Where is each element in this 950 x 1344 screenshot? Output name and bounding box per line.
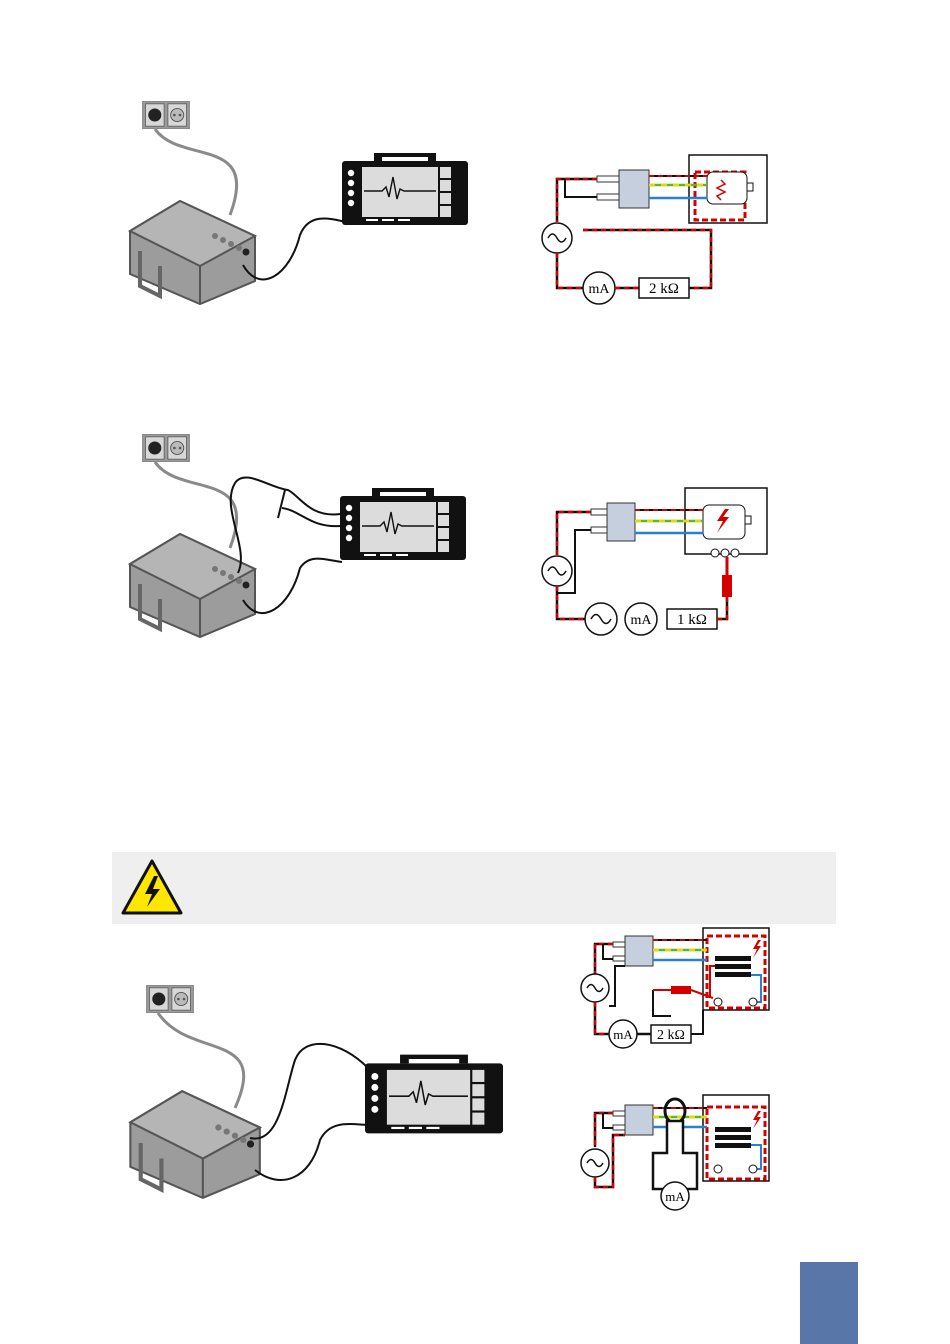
resistor-label: 2 kΩ	[649, 281, 679, 297]
milliammeter-label: mA	[631, 613, 653, 628]
circuit-diagram-3a: ~ mA 2 kΩ	[575, 926, 775, 1051]
figure-1-illustration	[110, 95, 480, 315]
milliammeter-label: mA	[589, 282, 611, 297]
wall-outlet-icon	[147, 985, 194, 1013]
wall-outlet-icon	[143, 101, 190, 129]
warning-band	[112, 852, 836, 924]
appliance-tester-icon	[130, 1091, 259, 1198]
figure-2-illustration	[110, 428, 480, 648]
ecg-monitor-icon	[340, 488, 466, 560]
figure-3-illustration	[110, 980, 510, 1210]
milliammeter-label: mA	[665, 1189, 685, 1204]
circuit-diagram-3b: mA ~	[575, 1093, 775, 1213]
page-tab	[800, 1262, 858, 1344]
high-voltage-warning-icon	[120, 858, 184, 916]
milliammeter-label: mA	[613, 1027, 633, 1042]
appliance-tester-icon	[130, 534, 255, 637]
resistor-label: 2 kΩ	[657, 1028, 685, 1043]
ecg-monitor-icon	[342, 153, 468, 225]
circuit-diagram-2: ~ ~ mA 1 kΩ	[535, 483, 775, 643]
resistor-label: 1 kΩ	[677, 612, 707, 628]
circuit-diagram-1: ~ mA 2 kΩ	[535, 150, 775, 310]
ecg-monitor-icon	[365, 1055, 503, 1134]
appliance-tester-icon	[130, 201, 255, 304]
wall-outlet-icon	[143, 434, 190, 462]
